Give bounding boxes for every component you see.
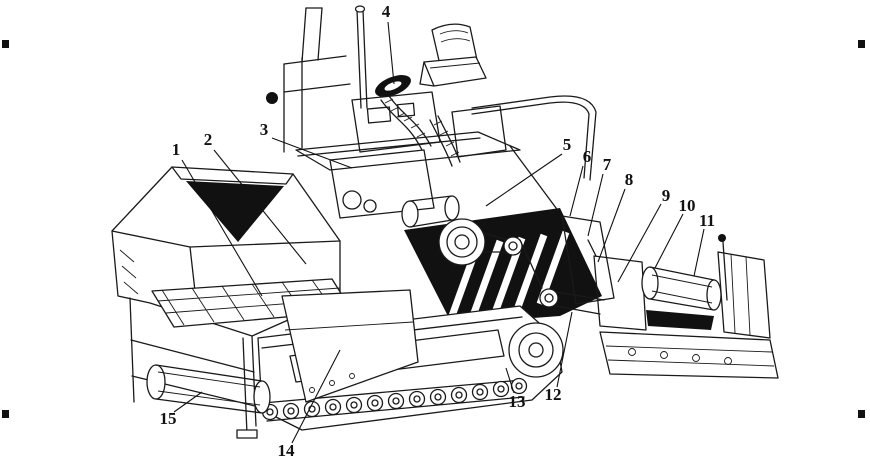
drive-sprocket bbox=[508, 322, 564, 378]
push-roller bbox=[146, 364, 271, 414]
callout-label-2: 2 bbox=[204, 130, 213, 149]
callout-label-1: 1 bbox=[172, 140, 181, 159]
handrail-loop bbox=[471, 95, 597, 181]
railing-knob bbox=[266, 92, 278, 104]
callout-leader-9 bbox=[617, 203, 662, 283]
callout-leader-7 bbox=[587, 173, 604, 237]
callout-label-15: 15 bbox=[160, 409, 177, 428]
callout-label-5: 5 bbox=[563, 135, 572, 154]
operator-seat bbox=[419, 23, 487, 87]
screed-unit bbox=[587, 234, 779, 379]
callout-label-11: 11 bbox=[699, 211, 715, 230]
muffler bbox=[401, 200, 419, 228]
air-cleaner bbox=[451, 105, 507, 158]
callout-label-6: 6 bbox=[583, 147, 592, 166]
callout-label-7: 7 bbox=[603, 155, 612, 174]
callout-leader-4 bbox=[387, 21, 395, 85]
control-console bbox=[351, 91, 441, 153]
side-plate bbox=[281, 289, 419, 403]
screed-lever bbox=[722, 241, 728, 301]
conveyor-tunnel bbox=[404, 208, 615, 324]
callout-label-3: 3 bbox=[260, 120, 269, 139]
callout-label-4: 4 bbox=[382, 2, 391, 21]
callout-label-9: 9 bbox=[662, 186, 671, 205]
hydraulic-hose bbox=[380, 95, 461, 167]
callout-leader-6 bbox=[569, 165, 584, 217]
tow-hitch bbox=[539, 288, 605, 315]
callout-leader-5 bbox=[485, 153, 563, 207]
engine-deck bbox=[329, 149, 460, 228]
screed-auger bbox=[641, 266, 659, 300]
operator-platform bbox=[266, 7, 597, 217]
callout-label-14: 14 bbox=[278, 441, 296, 460]
steering-column bbox=[354, 5, 411, 109]
callout-leader-3 bbox=[271, 137, 353, 169]
callout-leader-12 bbox=[556, 311, 573, 388]
callout-label-10: 10 bbox=[679, 196, 696, 215]
callout-leader-8 bbox=[597, 188, 626, 263]
callout-leader-11 bbox=[693, 228, 705, 277]
callout-leader-2 bbox=[213, 149, 307, 265]
callout-leader-13 bbox=[505, 367, 515, 394]
callout-leader-10 bbox=[654, 213, 684, 269]
screed-plate bbox=[599, 331, 779, 379]
front-apron bbox=[129, 297, 258, 439]
callout-leader-14 bbox=[291, 349, 341, 444]
callout-label-13: 13 bbox=[509, 392, 526, 411]
auger-gearbox bbox=[438, 218, 543, 289]
callout-label-12: 12 bbox=[545, 385, 562, 404]
callout-label-8: 8 bbox=[625, 170, 634, 189]
callout-leader-15 bbox=[173, 391, 203, 413]
corner-marks bbox=[2, 40, 865, 418]
callout-leader-1 bbox=[181, 159, 263, 297]
